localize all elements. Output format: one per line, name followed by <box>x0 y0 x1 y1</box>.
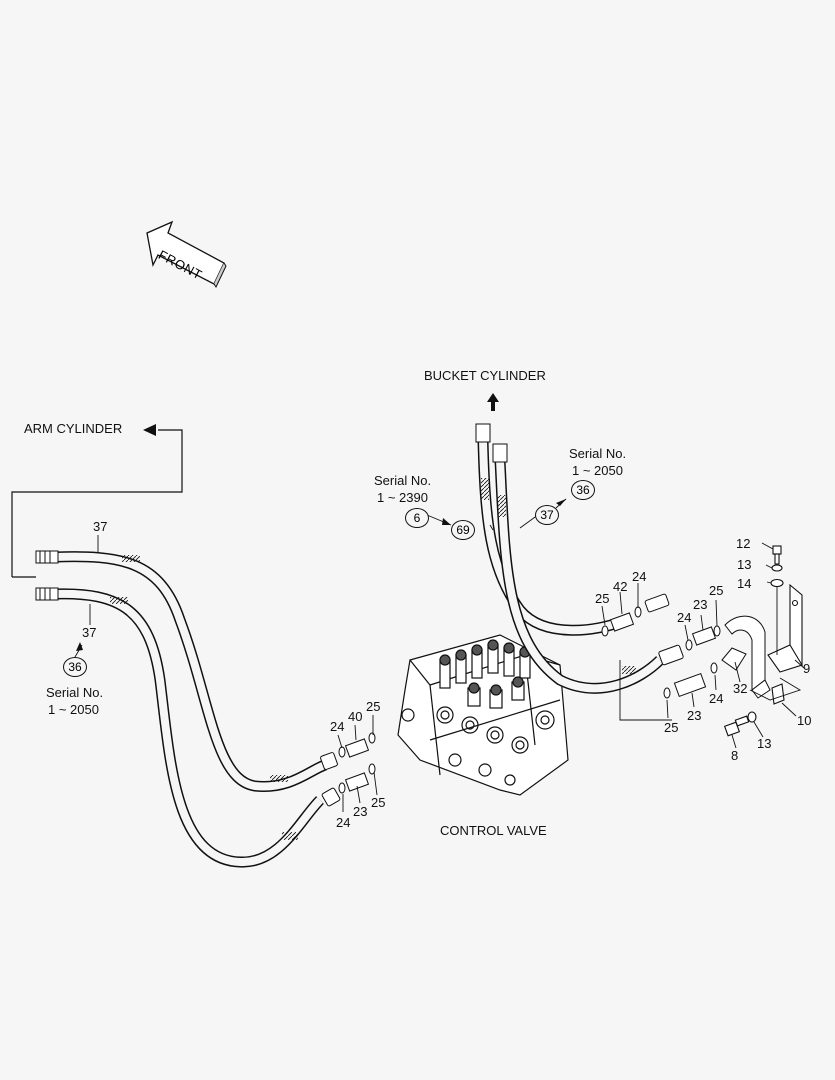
part-13-b: 13 <box>757 736 772 751</box>
serial-left-line2: 1 ~ 2050 <box>48 702 99 717</box>
part-24-d: 24 <box>677 610 692 625</box>
callout-arrow-icon-right <box>556 499 566 506</box>
control-valve-body <box>397 634 569 796</box>
bucket-hose-right <box>492 443 664 694</box>
part-25-c: 25 <box>595 591 610 606</box>
serial-right-line2: 1 ~ 2050 <box>572 463 623 478</box>
part-37-bottom: 37 <box>82 625 97 640</box>
part-25-e: 25 <box>664 720 679 735</box>
part-24-e: 24 <box>709 691 724 706</box>
callout-arrow-icon <box>76 642 83 651</box>
leader-lines <box>74 498 805 812</box>
part-37-top: 37 <box>93 519 108 534</box>
callout-37-mid: 37 <box>535 505 559 525</box>
front-arrow-icon <box>146 220 227 289</box>
arm-routing-line <box>11 424 183 578</box>
part-25-d: 25 <box>709 583 724 598</box>
serial-mid-line2: 1 ~ 2390 <box>377 490 428 505</box>
part-25-b: 25 <box>371 795 386 810</box>
part-23-c: 23 <box>687 708 702 723</box>
part-8: 8 <box>731 748 739 763</box>
part-13-a: 13 <box>737 557 752 572</box>
serial-mid-line1: Serial No. <box>374 473 432 488</box>
part-24-c: 24 <box>632 569 647 584</box>
bucket-cylinder-title: BUCKET CYLINDER <box>424 368 546 383</box>
part-24-b: 24 <box>336 815 351 830</box>
part-9: 9 <box>803 661 811 676</box>
part-25-a: 25 <box>366 699 381 714</box>
callout-6: 6 <box>405 508 429 528</box>
part-12: 12 <box>736 536 751 551</box>
callout-36-left: 36 <box>63 657 87 677</box>
part-23-a: 23 <box>353 804 368 819</box>
callout-arrow-icon-mid <box>442 518 451 525</box>
left-hose-lower <box>35 587 325 868</box>
part-23-b: 23 <box>693 597 708 612</box>
left-hose-upper <box>35 550 328 792</box>
callout-69: 69 <box>451 520 475 540</box>
control-valve-title: CONTROL VALVE <box>440 823 547 838</box>
bracket-assembly <box>723 545 803 737</box>
bucket-direction-arrow-icon <box>487 393 499 411</box>
part-40: 40 <box>348 709 363 724</box>
right-fittings <box>601 593 771 699</box>
serial-right-line1: Serial No. <box>569 446 627 461</box>
part-42: 42 <box>613 579 628 594</box>
left-fittings <box>320 732 376 807</box>
part-10: 10 <box>797 713 812 728</box>
arm-cylinder-title: ARM CYLINDER <box>24 421 123 436</box>
part-32: 32 <box>733 681 748 696</box>
part-24-a: 24 <box>330 719 345 734</box>
part-14: 14 <box>737 576 752 591</box>
serial-left-line1: Serial No. <box>46 685 104 700</box>
callout-36-right: 36 <box>571 480 595 500</box>
